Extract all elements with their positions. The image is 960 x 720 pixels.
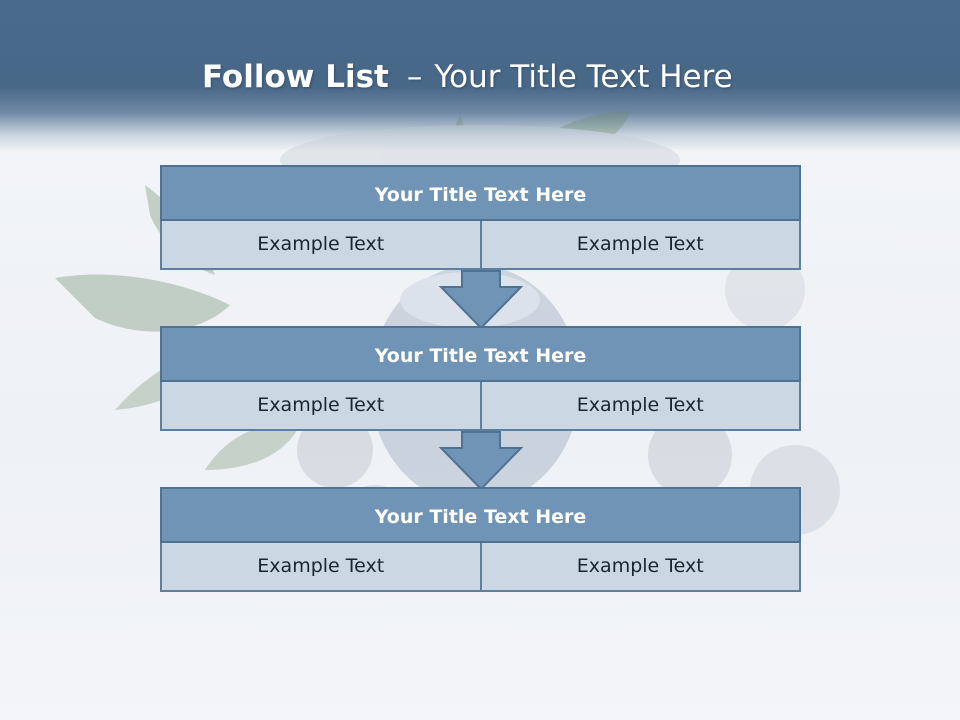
block-title: Your Title Text Here bbox=[160, 165, 801, 221]
block-cell-left: Example Text bbox=[160, 543, 482, 592]
block-title: Your Title Text Here bbox=[160, 326, 801, 382]
block-row: Example Text Example Text bbox=[160, 543, 801, 592]
block-cell-right: Example Text bbox=[481, 382, 801, 431]
block-cell-right: Example Text bbox=[481, 543, 801, 592]
title-bold-part: Follow List bbox=[202, 59, 389, 95]
title-rest-part: Your Title Text Here bbox=[434, 59, 733, 95]
block-cell-left: Example Text bbox=[160, 382, 482, 431]
header-band bbox=[0, 0, 960, 150]
block-title: Your Title Text Here bbox=[160, 487, 801, 543]
slide-title: Follow List–Your Title Text Here bbox=[202, 56, 733, 98]
leaf-shape bbox=[452, 115, 468, 170]
down-arrow-icon bbox=[438, 431, 524, 491]
title-dash: – bbox=[406, 59, 423, 95]
step-block-2: Your Title Text Here Example Text Exampl… bbox=[160, 326, 801, 431]
block-cell-left: Example Text bbox=[160, 221, 482, 270]
block-row: Example Text Example Text bbox=[160, 382, 801, 431]
sphere-shape bbox=[725, 250, 805, 330]
leaf-shape bbox=[530, 111, 630, 160]
block-cell-right: Example Text bbox=[481, 221, 801, 270]
block-row: Example Text Example Text bbox=[160, 221, 801, 270]
leaf-shape bbox=[205, 423, 300, 470]
step-block-1: Your Title Text Here Example Text Exampl… bbox=[160, 165, 801, 270]
sphere-shape bbox=[648, 413, 732, 497]
sphere-shape bbox=[297, 412, 373, 488]
down-arrow-icon bbox=[438, 270, 524, 330]
leaf-shape bbox=[55, 274, 230, 332]
step-block-3: Your Title Text Here Example Text Exampl… bbox=[160, 487, 801, 592]
